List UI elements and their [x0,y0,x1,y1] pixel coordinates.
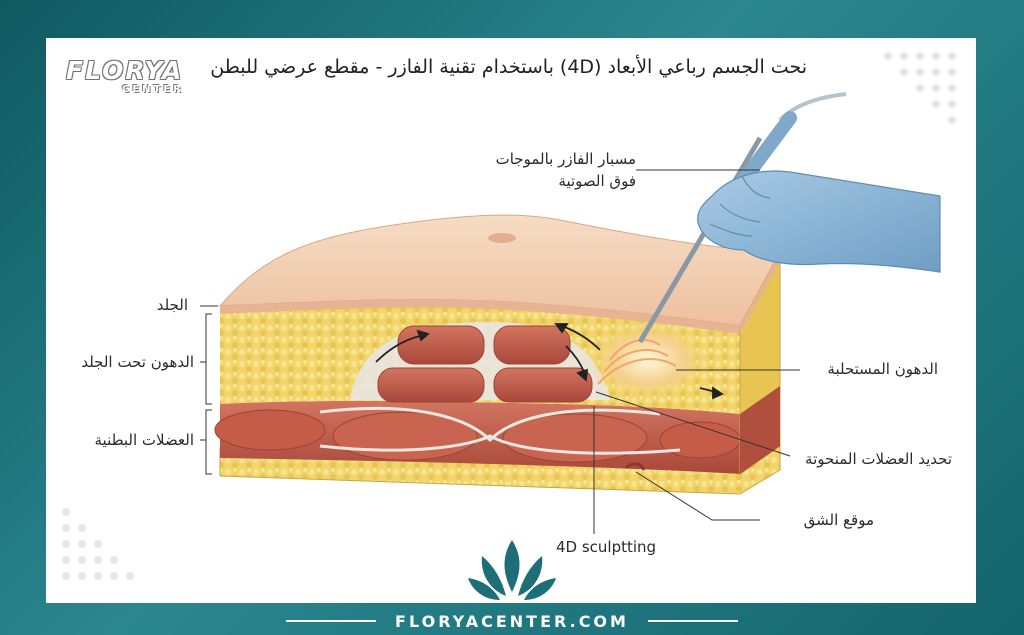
logo-name: FLORYA [66,56,184,85]
muscle-belly-right [659,421,741,459]
page-title: نحت الجسم رباعي الأبعاد (4D) باستخدام تق… [210,56,807,78]
rectus-lower-left [377,367,485,403]
label-skin: الجلد [156,296,188,314]
footer-line-right [648,620,738,622]
label-probe-line1: مسبار الفازر بالموجات [495,150,636,168]
side-muscle [740,386,780,474]
rectus-upper-left [397,325,485,365]
gloved-hand [697,170,941,273]
fascia-strands [319,406,681,455]
label-muscle-definition: تحديد العضلات المنحوتة [805,450,952,468]
tissue-block [214,214,781,495]
label-probe-line2: فوق الصوتية [558,172,636,190]
incision-leader [635,471,760,521]
label-incision-site: موقع الشق [803,511,874,529]
decor-dots-top-right [884,52,956,124]
skin-front-edge [220,299,740,334]
leader-lines [200,169,800,534]
glove-fingers [709,175,771,237]
label-abdominal-muscles: العضلات البطنية [94,431,195,449]
fat-bracket [200,313,212,405]
label-subcutaneous-fat: الدهون تحت الجلد [81,353,194,371]
florya-logo: FLORYA CENTER [66,56,190,100]
incision-site-mark [624,462,646,471]
rectus-lower-right [493,367,593,403]
side-skin [740,252,780,334]
ultrasound-waves [597,339,677,385]
navel [488,233,516,243]
label-emulsified-fat: الدهون المستحلبة [827,360,938,378]
muscle-belly-left [214,409,326,451]
definition-leader [595,391,791,457]
footer: FLORYACENTER.COM [0,604,1024,635]
logo-sub: CENTER [122,84,184,95]
leaf-logo-icon [468,540,556,600]
muscle-bracket [200,409,212,475]
decor-dots-bottom-left [62,508,134,580]
rectus-upper-right [493,325,571,365]
footer-website[interactable]: FLORYACENTER.COM [395,612,629,631]
label-4d-sculpting: 4D sculptting [556,538,657,556]
flow-arrows [375,323,724,400]
footer-line-left [286,620,376,622]
probe-shaft [637,136,763,344]
